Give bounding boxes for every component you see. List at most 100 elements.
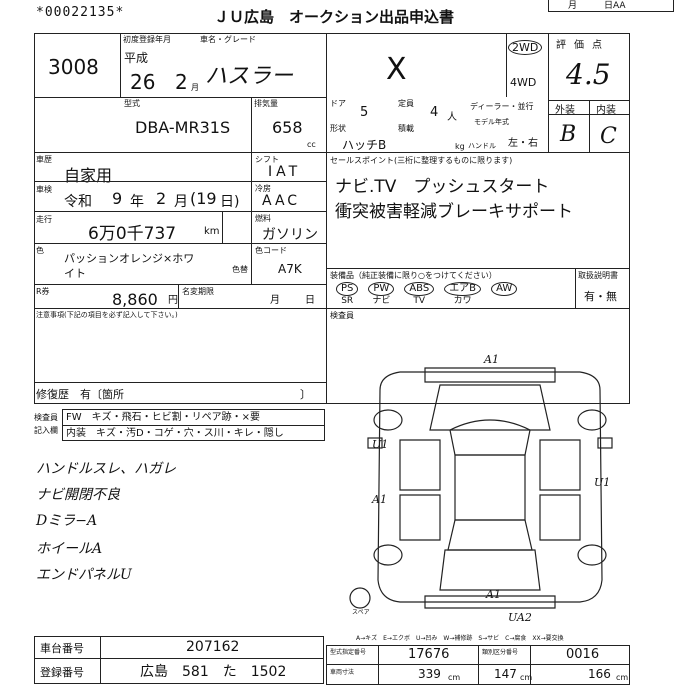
dimensions-label: 車両寸法: [330, 669, 355, 676]
shape-label: 形状: [330, 124, 346, 133]
mark-right-door: U1: [594, 476, 611, 489]
background-label: 検査員: [330, 311, 354, 320]
sales-points-label: セールスポイント(三桁に整理するものに限ります): [330, 156, 513, 165]
repair-history: 修復歴 有〔箇所 〕: [36, 388, 311, 401]
inspection-month-unit: 月: [174, 194, 188, 210]
first-reg-label: 初度登録年月: [123, 35, 171, 44]
lot-number: 3008: [48, 55, 99, 79]
car-name-label: 車名・グレード: [200, 35, 256, 44]
sales-line1: ナビ.TV プッシュスタート: [335, 177, 550, 197]
inspector-label-1: 検査員: [34, 413, 58, 422]
height: 166: [588, 667, 611, 681]
mark-front: A1: [484, 353, 499, 366]
mileage-label: 走行: [36, 215, 52, 224]
rating-label: 評価点: [556, 40, 610, 51]
equip-aw: AW: [491, 282, 518, 307]
exterior-grade: B: [560, 122, 577, 147]
manual-label: 取扱説明書: [578, 271, 618, 280]
name-change-day: 日: [305, 295, 315, 306]
type-cert-label: 型式指定番号: [330, 649, 367, 656]
load-label: 積載: [398, 124, 414, 133]
doors-label: ドア: [330, 99, 346, 108]
recycle-amount: 8,860: [112, 290, 158, 309]
capacity-unit: 人: [447, 112, 457, 123]
rating-score: 4.5: [566, 58, 611, 91]
inspection-month: 2: [156, 189, 167, 208]
mark-left-fender: U1: [372, 438, 389, 451]
dealer-label: ディーラー・並行: [470, 102, 534, 111]
note-4: ホイールA: [36, 541, 103, 557]
inspector-line2: 内装 キズ・汚D・コゲ・穴・ス川・キレ・隠し: [66, 428, 284, 439]
note-3: Dミラ−A: [36, 513, 98, 529]
shift-label: シフト: [255, 155, 279, 164]
aircon: AAC: [262, 193, 301, 209]
usage: 自家用: [64, 166, 113, 185]
capacity-label: 定員: [398, 99, 414, 108]
mileage: 6万0千737: [88, 224, 177, 244]
inspector-label-2: 記入欄: [34, 426, 58, 435]
fuel: ガソリン: [262, 227, 318, 243]
exterior-label: 外装: [555, 105, 575, 116]
form-title: ＪＵ広島 オークション出品申込書: [214, 8, 455, 26]
manual-value: 有・無: [584, 290, 617, 303]
form-frame: [34, 33, 630, 404]
chassis-table: [34, 636, 324, 684]
drive-2wd: 2WD: [508, 40, 543, 55]
displacement-label: 排気量: [254, 99, 278, 108]
kg-unit: kg: [455, 142, 465, 151]
inspection-year: 9: [112, 189, 123, 208]
cc-unit: cc: [307, 140, 316, 149]
color-code: A7K: [278, 262, 302, 276]
name-change-month: 月: [270, 295, 280, 306]
date-box: [548, 0, 674, 12]
mark-rear: A1: [486, 588, 501, 601]
interior-label: 内装: [596, 105, 616, 116]
doors: 5: [360, 105, 369, 120]
note-1: ハンドルスレ、ハガレ: [36, 461, 176, 477]
type-cert: 17676: [408, 647, 450, 662]
displacement: 658: [272, 118, 303, 137]
inspection-day-unit: 日): [220, 194, 240, 210]
reg-number: 広島 581 た 1502: [140, 664, 287, 680]
model-code: DBA-MR31S: [135, 118, 231, 137]
note-2: ナビ開閉不良: [36, 487, 120, 503]
length: 339: [418, 667, 441, 681]
date-label: 月 日AA: [568, 1, 626, 11]
equipment-label: 装備品（純正装備に限り○をつけてください）: [330, 271, 497, 280]
class-label: 類別区分番号: [482, 649, 519, 656]
class-number: 0016: [566, 647, 600, 662]
spare-label: スペア: [352, 609, 370, 616]
mileage-unit: km: [204, 226, 220, 237]
width-unit: cm: [520, 673, 533, 682]
color-label: 色: [36, 246, 44, 255]
reg-label: 登録番号: [40, 666, 84, 679]
model-label: 型式: [124, 99, 140, 108]
chassis-number: 207162: [186, 639, 240, 655]
note-5: エンドパネルU: [36, 567, 132, 583]
reg-month-unit: 月: [191, 83, 199, 92]
damage-legend: A→キズ E→エクボ U→凹み W→補修跡 S→サビ C→腐食 XX→要交換: [356, 635, 564, 642]
reg-year: 26: [130, 70, 156, 94]
length-unit: cm: [448, 673, 461, 682]
sales-line2: 衝突被害軽減ブレーキサポート: [335, 202, 573, 222]
usage-label: 車歴: [36, 155, 52, 164]
aircon-label: 冷房: [255, 184, 271, 193]
inspection-day: (19: [190, 189, 217, 208]
color-line1: パッションオレンジ×ホワ: [64, 252, 195, 265]
color-line2: イト: [64, 267, 86, 280]
capacity: 4: [430, 105, 439, 120]
fuel-label: 燃料: [255, 214, 271, 223]
car-grade: X: [386, 52, 407, 87]
width: 147: [494, 667, 517, 681]
mark-left-door: A1: [372, 493, 387, 506]
shift: IAT: [268, 164, 302, 180]
interior-grade: C: [600, 124, 617, 149]
handle-side: 左・右: [508, 138, 538, 149]
drive-4wd: 4WD: [510, 76, 537, 89]
reg-month: 2: [175, 70, 188, 94]
handle-label: ハンドル: [468, 142, 496, 150]
